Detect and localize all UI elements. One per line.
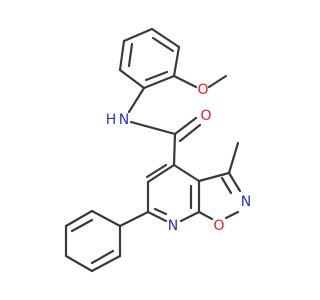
bond bbox=[173, 116, 198, 136]
phenyl-ring bbox=[64, 209, 150, 273]
bond bbox=[227, 171, 242, 193]
bond bbox=[118, 210, 150, 228]
bond bbox=[197, 171, 231, 183]
pyridine-nitrogen-label: N bbox=[168, 218, 178, 234]
methyl-group bbox=[227, 141, 240, 175]
bond bbox=[145, 163, 168, 179]
methoxy-group: O bbox=[172, 74, 228, 98]
bond bbox=[227, 141, 240, 175]
bond bbox=[70, 218, 94, 233]
carbonyl-oxygen-label: O bbox=[200, 108, 211, 124]
bond bbox=[127, 42, 134, 68]
bond bbox=[197, 210, 214, 221]
bond bbox=[172, 45, 181, 78]
bond bbox=[178, 123, 202, 143]
bond bbox=[64, 254, 94, 273]
amide-hydrogen-label: H bbox=[106, 112, 117, 128]
bond bbox=[146, 163, 176, 184]
bond bbox=[127, 86, 146, 114]
amide-group: N H O bbox=[106, 86, 212, 143]
bond bbox=[118, 68, 146, 90]
bond bbox=[224, 210, 240, 220]
molecule-diagram: O N H O N N O bbox=[64, 27, 251, 273]
bond bbox=[172, 132, 177, 167]
bond bbox=[179, 210, 201, 223]
bond bbox=[129, 120, 177, 136]
isoxazole-ring: N O bbox=[197, 171, 251, 234]
bond bbox=[172, 74, 198, 89]
bond bbox=[118, 39, 126, 72]
bond bbox=[172, 163, 201, 183]
bond bbox=[144, 70, 169, 82]
amide-nitrogen-label: N bbox=[119, 112, 129, 128]
isoxazole-nitrogen-label: N bbox=[241, 194, 251, 210]
pyridine-ring: N bbox=[145, 132, 201, 234]
isoxazole-oxygen-label: O bbox=[213, 218, 224, 234]
bond bbox=[90, 209, 122, 228]
bond bbox=[64, 209, 94, 228]
methoxyphenyl-ring bbox=[118, 27, 181, 90]
bond bbox=[122, 27, 154, 43]
bond bbox=[146, 210, 168, 223]
structure-svg: O N H O N N O bbox=[64, 27, 251, 273]
bond bbox=[220, 176, 233, 195]
bond bbox=[153, 207, 168, 216]
bond bbox=[90, 254, 122, 273]
bond bbox=[90, 249, 115, 265]
bond bbox=[207, 74, 228, 89]
methoxy-oxygen-label: O bbox=[197, 82, 208, 98]
bond bbox=[142, 74, 176, 90]
bond bbox=[151, 36, 175, 53]
bond bbox=[150, 27, 181, 49]
